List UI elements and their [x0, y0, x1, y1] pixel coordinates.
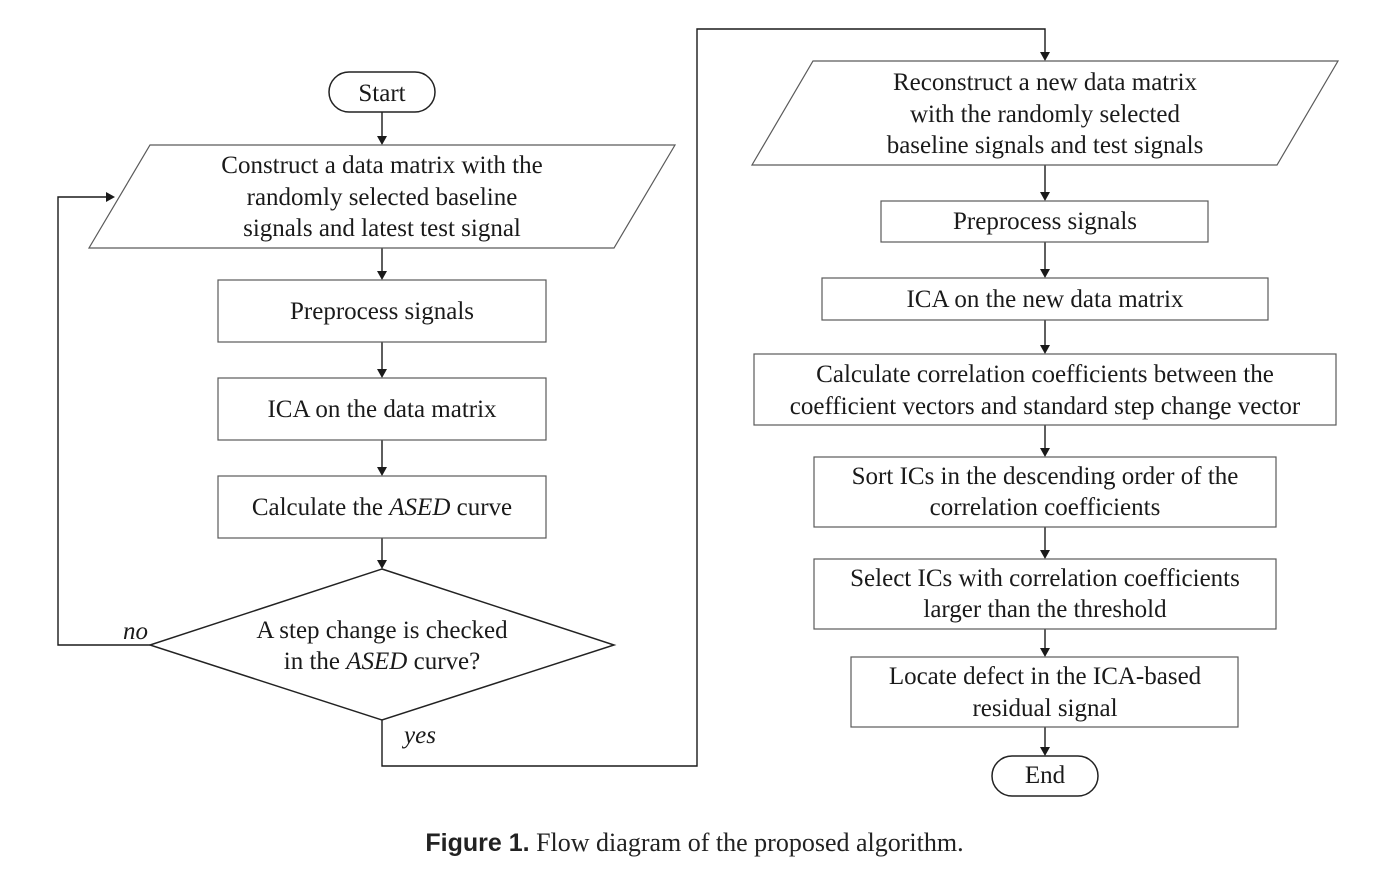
preprocess-left-node: Preprocess signals: [217, 279, 547, 343]
select-line-1: Select ICs with correlation coefficients: [850, 565, 1240, 592]
yes-label: yes: [401, 722, 436, 749]
ased-label: Calculate the ASED curve: [252, 494, 512, 521]
decision-line-1: A step change is checked: [256, 617, 508, 644]
end-label: End: [1025, 762, 1066, 789]
ica-left-node: ICA on the data matrix: [217, 377, 547, 441]
sort-line-1: Sort ICs in the descending order of the: [852, 463, 1239, 490]
locate-line-1: Locate defect in the ICA-based: [889, 663, 1202, 690]
reconstruct-line-1: Reconstruct a new data matrix: [893, 69, 1198, 96]
ica-left-label: ICA on the data matrix: [267, 396, 497, 423]
decision-line-2: in the ASED curve?: [284, 648, 480, 675]
construct-line-2: randomly selected baseline: [247, 184, 518, 211]
reconstruct-matrix-node: Reconstruct a new data matrix with the r…: [750, 60, 1340, 166]
preprocess-right-node: Preprocess signals: [880, 200, 1209, 243]
sort-line-2: correlation coefficients: [930, 494, 1161, 521]
correlation-line-1: Calculate correlation coefficients betwe…: [816, 361, 1274, 388]
start-label: Start: [358, 80, 405, 107]
no-loop-connector: [57, 196, 150, 646]
no-label: no: [123, 618, 148, 645]
ica-right-label: ICA on the new data matrix: [906, 286, 1184, 313]
construct-matrix-node: Construct a data matrix with the randoml…: [87, 144, 677, 249]
yes-connector: [381, 28, 1046, 767]
figure-caption: Figure 1. Flow diagram of the proposed a…: [0, 828, 1389, 858]
preprocess-right-label: Preprocess signals: [953, 208, 1137, 235]
reconstruct-line-2: with the randomly selected: [910, 101, 1181, 128]
caption-text: Flow diagram of the proposed algorithm.: [529, 828, 964, 857]
ica-right-node: ICA on the new data matrix: [821, 277, 1269, 321]
end-node: End: [991, 755, 1099, 797]
ased-node: Calculate the ASED curve: [217, 475, 547, 539]
start-node: Start: [328, 71, 436, 113]
locate-node: Locate defect in the ICA-based residual …: [850, 656, 1239, 728]
connectors: [57, 28, 1050, 767]
caption-label: Figure 1.: [425, 829, 530, 857]
preprocess-left-label: Preprocess signals: [290, 298, 474, 325]
flow-diagram: Start Construct a data matrix with the r…: [57, 28, 1340, 797]
locate-line-2: residual signal: [972, 695, 1117, 722]
correlation-node: Calculate correlation coefficients betwe…: [753, 353, 1337, 426]
reconstruct-line-3: baseline signals and test signals: [887, 132, 1204, 159]
select-node: Select ICs with correlation coefficients…: [813, 558, 1277, 630]
construct-line-1: Construct a data matrix with the: [221, 152, 542, 179]
decision-node: A step change is checked in the ASED cur…: [147, 568, 617, 721]
correlation-line-2: coefficient vectors and standard step ch…: [790, 393, 1301, 420]
sort-node: Sort ICs in the descending order of the …: [813, 456, 1277, 528]
construct-line-3: signals and latest test signal: [243, 215, 521, 242]
select-line-2: larger than the threshold: [923, 596, 1167, 623]
